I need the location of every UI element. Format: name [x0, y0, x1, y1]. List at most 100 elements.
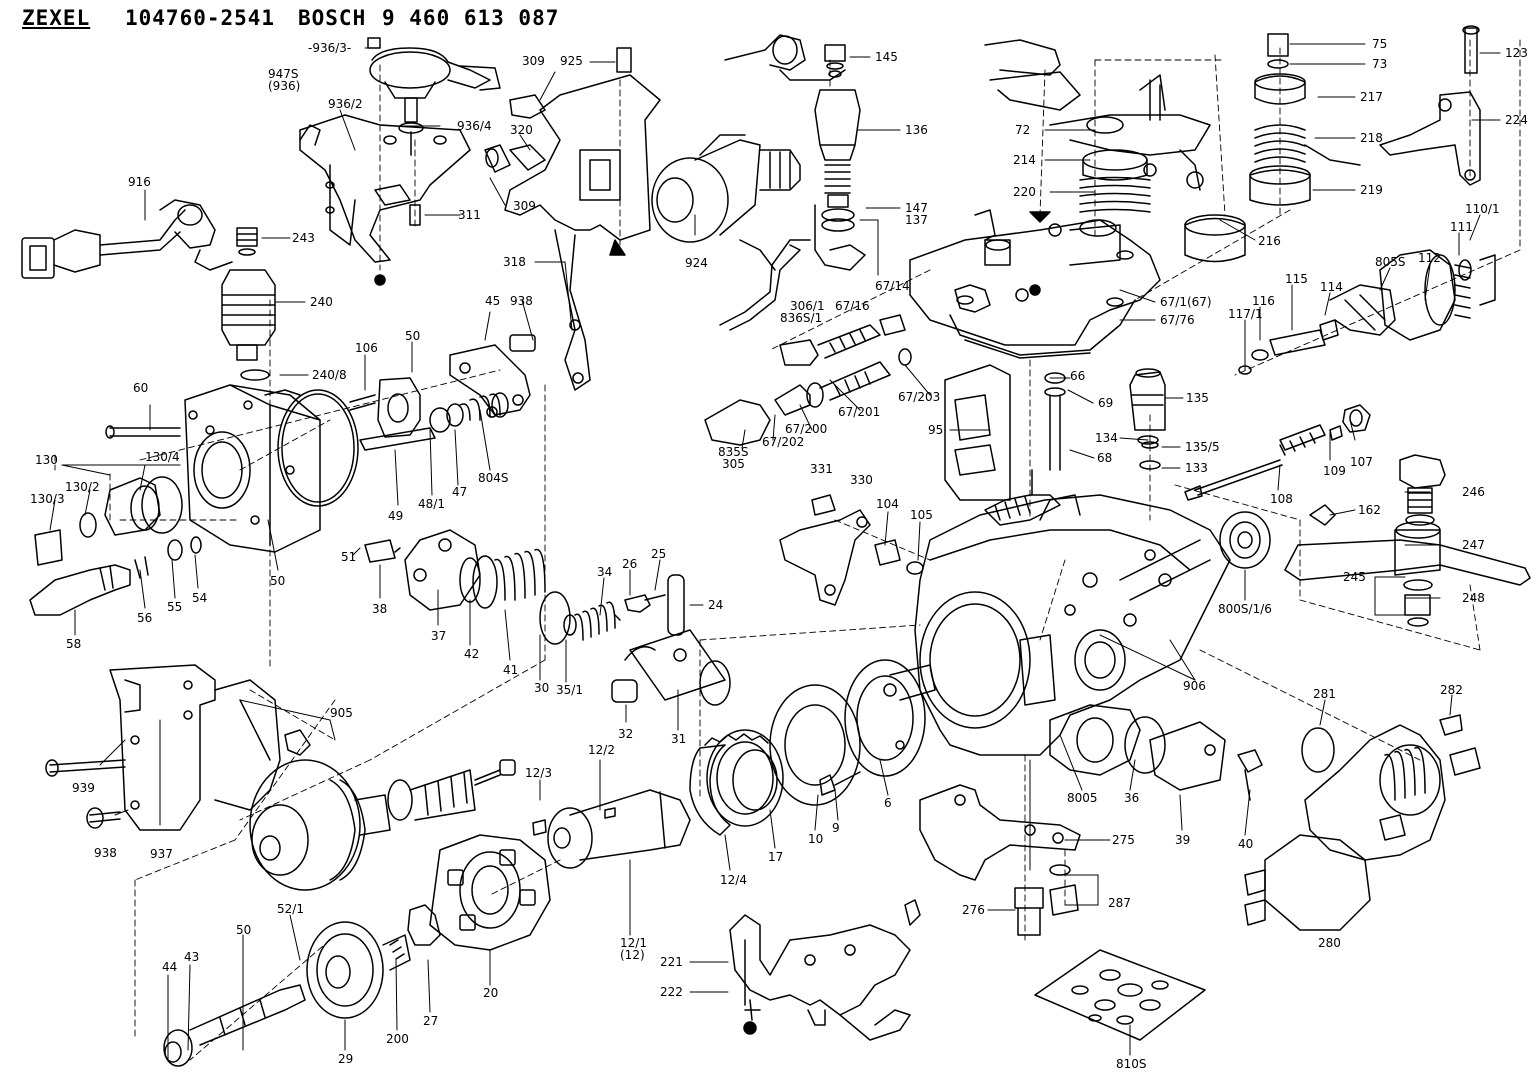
callout-label: 50 — [236, 923, 252, 937]
callout-label: 27 — [423, 1014, 439, 1028]
callout-label: 311 — [458, 208, 481, 222]
callout-label: 67/200 — [785, 422, 828, 436]
callout-label: 240/8 — [312, 368, 347, 382]
callout-label: 248 — [1462, 591, 1485, 605]
callout-label: 114 — [1320, 280, 1343, 294]
callout-label: 73 — [1372, 57, 1388, 71]
callout-label: 137 — [905, 213, 928, 227]
callout-label: 218 — [1360, 131, 1383, 145]
part-60-939-bolts — [1137, 435, 1159, 445]
callout-label: (936) — [268, 79, 301, 93]
callout-label: 67/76 — [1160, 313, 1195, 327]
callout-label: 916 — [128, 175, 151, 189]
callout-label: 924 — [685, 256, 708, 270]
callout-label: 162 — [1358, 503, 1381, 517]
callout-label: 280 — [1318, 936, 1341, 950]
callout-label: 282 — [1440, 683, 1463, 697]
callout-label: 936/4 — [457, 119, 492, 133]
callout-label: 49 — [388, 509, 404, 523]
callout-label: 43 — [184, 950, 200, 964]
callout-label: 243 — [292, 231, 315, 245]
part-50-43-44-shaft — [163, 984, 306, 1067]
callout-label: 130 — [35, 453, 58, 467]
callout-label: 12/3 — [525, 766, 552, 780]
callout-label: 216 — [1258, 234, 1281, 248]
part-916-connector — [21, 199, 233, 279]
callout-label: 67/14 — [875, 279, 910, 293]
callout-label: -936/3- — [308, 41, 352, 55]
callout-label: 66 — [1070, 369, 1086, 383]
callout-label: 68 — [1097, 451, 1113, 465]
part-936-bracket — [299, 114, 471, 286]
callout-label: 67/203 — [898, 390, 941, 404]
part-925-bracket — [504, 47, 661, 391]
callout-label: 30 — [534, 681, 550, 695]
callout-label: 224 — [1505, 113, 1528, 127]
callout-label: 305 — [722, 457, 745, 471]
callout-label: 309 — [522, 54, 545, 68]
callout-label: 55 — [167, 600, 183, 614]
callout-label: 306/1 — [790, 299, 825, 313]
part-112-805s-pump-head — [1238, 249, 1496, 375]
brand-zexel: ZEXEL — [22, 6, 91, 30]
callout-label: 925 — [560, 54, 583, 68]
callout-label: 221 — [660, 955, 683, 969]
part-31-sleeve — [611, 574, 731, 706]
callout-label: 281 — [1313, 687, 1336, 701]
part-147-137-pipe — [719, 204, 866, 331]
callout-label: 906 — [1183, 679, 1206, 693]
callout-label: 804S — [478, 471, 509, 485]
callout-label: 116 — [1252, 294, 1275, 308]
callout-label: 133 — [1185, 461, 1208, 475]
part-104-105-bracket — [779, 494, 924, 606]
callout-label: 75 — [1372, 37, 1388, 51]
callout-label: 12/4 — [720, 873, 747, 887]
part-20-roller-ring — [429, 834, 551, 951]
callout-label: 26 — [622, 557, 638, 571]
part-95-68-plunger — [944, 364, 1066, 526]
part-50-pump-body — [29, 384, 359, 616]
callout-label: 12/1 — [620, 936, 647, 950]
callout-label: 222 — [660, 985, 683, 999]
callout-label: 130/2 — [65, 480, 100, 494]
part-145-connector — [724, 34, 846, 81]
callout-label: 145 — [875, 50, 898, 64]
callout-label: 905 — [330, 706, 353, 720]
callout-label: 8005 — [1067, 791, 1098, 805]
part-72-214-220-governor — [984, 39, 1211, 213]
callout-label: 130/3 — [30, 492, 65, 506]
callout-label: 810S — [1116, 1057, 1147, 1071]
callout-label: 32 — [618, 727, 634, 741]
part-number-zexel: 104760-2541 — [125, 6, 276, 30]
callout-label: 50 — [270, 574, 286, 588]
leader-lines — [49, 43, 1501, 1061]
assembly-dash-lines — [54, 39, 1521, 1061]
callout-label: 219 — [1360, 183, 1383, 197]
callout-label: 34 — [597, 565, 613, 579]
callout-label: 20 — [483, 986, 499, 1000]
callout-label: 6 — [884, 796, 892, 810]
callout-label: 287 — [1108, 896, 1131, 910]
callout-label: 56 — [137, 611, 153, 625]
callout-label: 110/1 — [1465, 202, 1500, 216]
part-12-drive-shaft — [532, 659, 936, 869]
part-947s-aldaa — [367, 37, 501, 156]
callout-label: 67/16 — [835, 299, 870, 313]
callout-label: 135 — [1186, 391, 1209, 405]
callout-label: 109 — [1323, 464, 1346, 478]
callout-label: 939 — [72, 781, 95, 795]
callout-label: 41 — [503, 663, 519, 677]
callout-label: 246 — [1462, 485, 1485, 499]
part-135-delivery-valve — [1129, 368, 1166, 470]
callout-label: 58 — [66, 637, 82, 651]
callout-label: 115 — [1285, 272, 1308, 286]
part-246-248-banjo — [1284, 454, 1531, 627]
callout-label: 936/2 — [328, 97, 363, 111]
callout-label: 36 — [1124, 791, 1140, 805]
callout-label: 67/1(67) — [1160, 295, 1212, 309]
callout-label: 835S — [718, 445, 749, 459]
callout-label: 937 — [150, 847, 173, 861]
callout-label: 12/2 — [588, 743, 615, 757]
part-275-276-bracket — [919, 784, 1081, 936]
